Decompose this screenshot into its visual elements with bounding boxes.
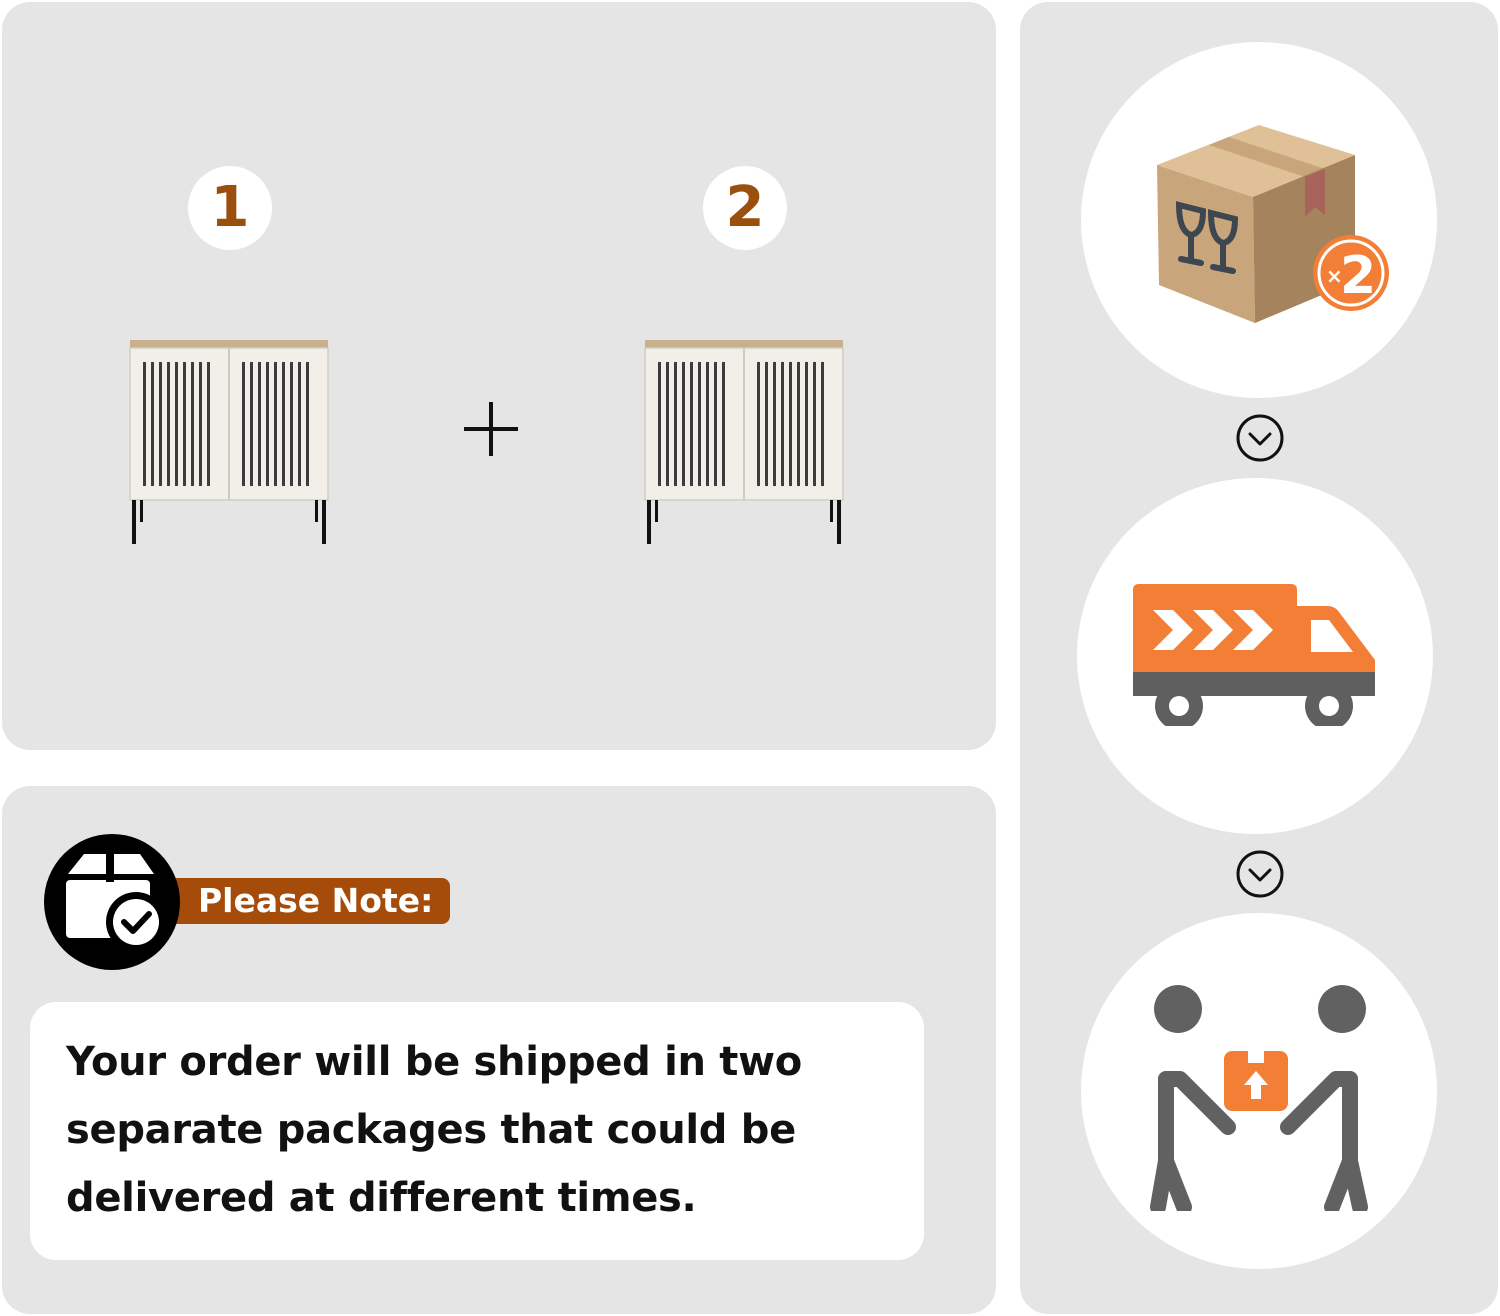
package-number-badge-2: 2 [703, 166, 787, 250]
note-message-card: Your order will be shipped in two separa… [30, 1002, 924, 1260]
step-handover [1081, 913, 1437, 1269]
package-number-badge-1: 1 [188, 166, 272, 250]
plus-icon [464, 402, 518, 456]
package-box-icon: × 2 [1157, 125, 1389, 323]
step-packages: × 2 [1081, 42, 1437, 398]
note-message-line: Your order will be shipped in two [66, 1039, 802, 1085]
chevron-down-icon [1236, 414, 1284, 462]
handover-people-icon [1150, 985, 1368, 1211]
package-check-icon [44, 834, 180, 970]
chevron-down-icon [1236, 850, 1284, 898]
box-count-prefix: × [1326, 264, 1343, 288]
note-message-line: delivered at different times. [66, 1175, 697, 1221]
note-message-line: separate packages that could be [66, 1107, 796, 1153]
note-title-tag: Please Note: [170, 878, 450, 924]
box-count-badge: 2 [1340, 246, 1376, 306]
step-shipping [1077, 478, 1433, 834]
cabinet-icon [129, 340, 329, 544]
note-message: Your order will be shipped in two separa… [66, 1028, 888, 1232]
note-title: Please Note: [198, 881, 434, 920]
delivery-truck-icon [1125, 584, 1385, 736]
cabinet-icon [644, 340, 844, 544]
